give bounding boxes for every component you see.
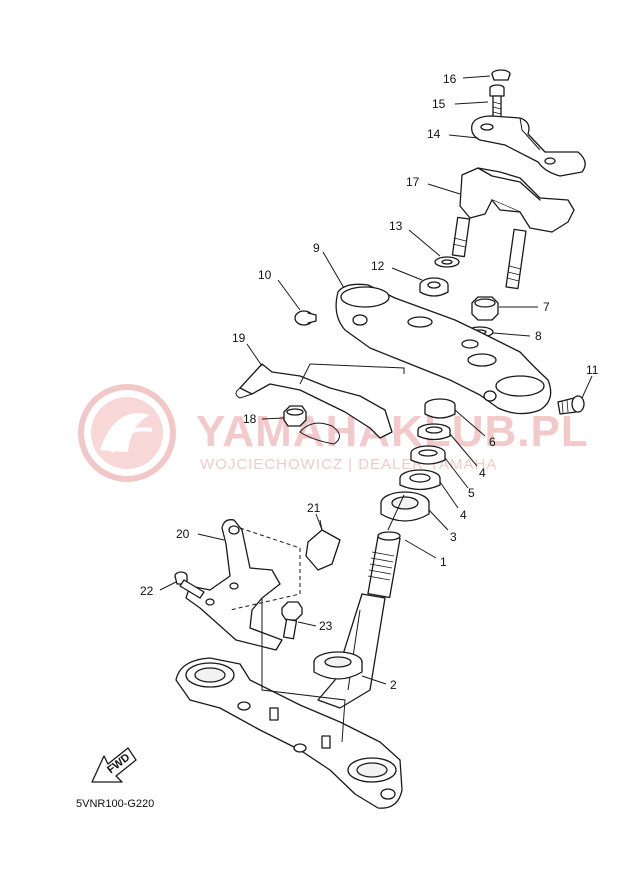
callout-23: 23 [319, 619, 333, 633]
diagram-code: 5VNR100-G220 [76, 798, 154, 810]
part-16-cap[interactable] [491, 69, 511, 81]
part-3-bearing[interactable] [380, 491, 430, 522]
part-9-upper-bracket[interactable] [335, 283, 552, 415]
callout-16: 16 [443, 72, 457, 86]
watermark-logo [78, 384, 176, 482]
callout-20: 20 [176, 527, 190, 541]
part-13-washer[interactable] [434, 256, 460, 268]
callout-4b: 4 [460, 508, 467, 522]
callout-19: 19 [232, 331, 246, 345]
callout-22: 22 [140, 584, 154, 598]
part-19-cable-guide[interactable] [235, 363, 393, 445]
callout-11: 11 [586, 363, 599, 377]
callout-9: 9 [313, 241, 320, 255]
callout-21: 21 [307, 501, 321, 515]
watermark-subtitle: WOJCIECHOWICZ | DEALER YAMAHA [200, 456, 497, 473]
part-12-damper[interactable] [419, 277, 449, 297]
callout-13: 13 [389, 219, 403, 233]
callout-12: 12 [371, 259, 385, 273]
part-11-bolt[interactable] [557, 395, 585, 415]
callout-4a: 4 [479, 466, 486, 480]
part-4-washer-upper[interactable] [417, 423, 451, 441]
callout-8: 8 [535, 329, 542, 343]
part-4-washer-lower[interactable] [399, 469, 441, 491]
callout-17: 17 [406, 175, 420, 189]
callouts: 16 15 14 17 13 12 7 8 9 10 11 19 18 6 4 … [140, 72, 599, 692]
callout-18: 18 [243, 412, 257, 426]
fwd-arrow: FWD [91, 747, 137, 783]
part-21-clip[interactable] [305, 519, 341, 571]
part-5-ring-nut[interactable] [410, 445, 446, 465]
callout-3: 3 [450, 530, 457, 544]
part-2-lower-bearing[interactable] [313, 651, 363, 680]
callout-5: 5 [468, 486, 475, 500]
callout-14: 14 [427, 127, 441, 141]
part-6-ring-nut[interactable] [424, 398, 456, 419]
part-23-bolt[interactable] [281, 601, 303, 640]
callout-10: 10 [258, 268, 272, 282]
callout-1: 1 [440, 555, 447, 569]
callout-15: 15 [432, 97, 446, 111]
part-22-bolt[interactable] [174, 571, 205, 599]
part-17-handlebar-holder-lower[interactable] [451, 167, 575, 290]
part-7-nut[interactable] [471, 296, 499, 321]
part-20-bracket[interactable] [185, 519, 283, 651]
lower-bracket[interactable] [175, 657, 403, 809]
part-15-bolt[interactable] [489, 84, 505, 119]
assembly-lines [229, 363, 405, 743]
part-18-nut[interactable] [283, 405, 307, 427]
part-10-plug[interactable] [294, 310, 317, 326]
callout-7: 7 [543, 300, 550, 314]
callout-2: 2 [390, 678, 397, 692]
part-14-handlebar-holder-upper[interactable] [471, 115, 586, 177]
callout-6: 6 [489, 435, 496, 449]
